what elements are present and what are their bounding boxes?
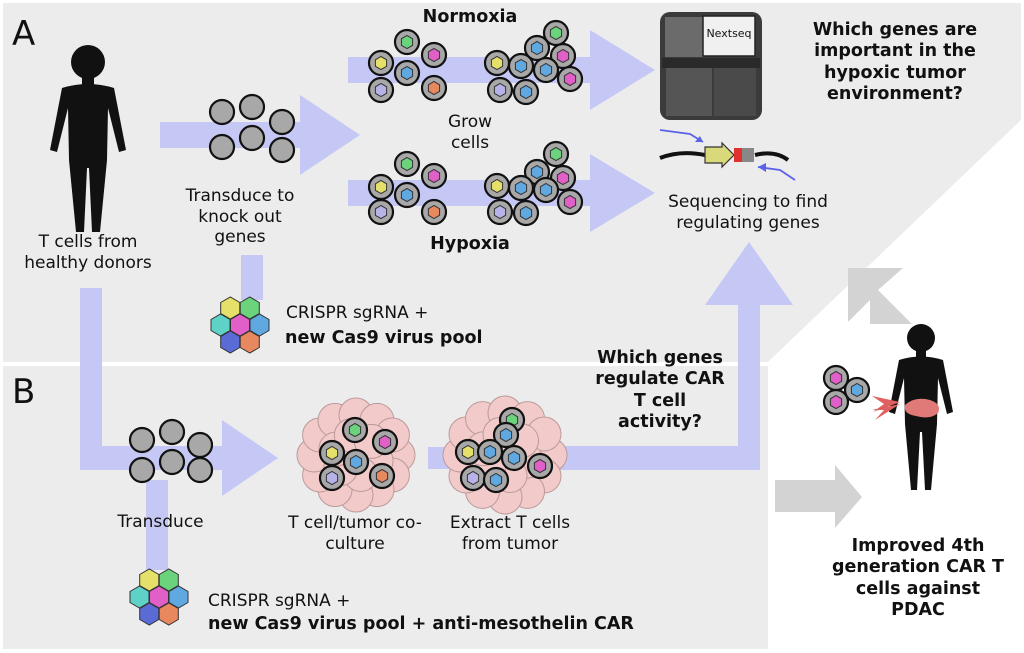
hexagon-icon bbox=[519, 205, 533, 221]
question-a: Which genes are important in the hypoxic… bbox=[812, 20, 978, 105]
human-silhouette-icon bbox=[50, 45, 126, 232]
hexagon-icon bbox=[493, 82, 507, 98]
hexagon-icon bbox=[374, 204, 388, 220]
hexagon-icon bbox=[549, 146, 563, 162]
normoxia-label: Normoxia bbox=[422, 7, 518, 27]
sequencing-label: Sequencing to find regulating genes bbox=[668, 192, 828, 233]
hypoxia-label: Hypoxia bbox=[430, 234, 510, 254]
hexagon-icon bbox=[563, 194, 577, 210]
hexagon-icon bbox=[220, 330, 241, 354]
hexagon-icon bbox=[507, 450, 521, 466]
panel-a-letter: A bbox=[12, 14, 36, 54]
hexagon-icon bbox=[378, 434, 392, 450]
hexagon-icon bbox=[239, 330, 260, 354]
hexagon-icon bbox=[325, 470, 339, 486]
cell-icon bbox=[158, 418, 186, 446]
arrow-extract-to-sequencing bbox=[560, 242, 793, 470]
hexagon-icon bbox=[489, 472, 503, 488]
hexagon-icon bbox=[563, 71, 577, 87]
human-silhouette-icon bbox=[889, 324, 953, 490]
hexagon-icon bbox=[493, 204, 507, 220]
cell-icon bbox=[128, 426, 156, 454]
hexagon-icon bbox=[249, 313, 270, 337]
hexagon-icon bbox=[549, 25, 563, 41]
red-arrow-icon bbox=[872, 396, 900, 420]
hexagon-icon bbox=[556, 170, 570, 186]
hexagon-icon bbox=[374, 55, 388, 71]
cell-icon bbox=[238, 124, 266, 152]
tumor-icon bbox=[904, 398, 939, 418]
hexagon-icon bbox=[539, 182, 553, 198]
grow-cells-label: Grow cells bbox=[447, 112, 493, 153]
hexagon-icon bbox=[158, 568, 179, 592]
hexagon-icon bbox=[348, 422, 362, 438]
hexagon-icon bbox=[400, 156, 414, 172]
hexagon-icon bbox=[519, 84, 533, 100]
hexagon-icon bbox=[829, 394, 843, 410]
hexagon-icon bbox=[461, 444, 475, 460]
hexagon-icon bbox=[850, 382, 864, 398]
panel-b-letter: B bbox=[12, 372, 36, 412]
hexagon-icon bbox=[139, 602, 160, 626]
hexagon-icon bbox=[400, 187, 414, 203]
crispr-b-line1: CRISPR sgRNA + bbox=[208, 591, 351, 611]
transduce-b-label: Transduce bbox=[117, 512, 204, 532]
hexagon-icon bbox=[483, 444, 497, 460]
hexagon-icon bbox=[239, 296, 260, 320]
cell-icon bbox=[208, 133, 236, 161]
cell-icon bbox=[158, 448, 186, 476]
hexagon-icon bbox=[514, 58, 528, 74]
question-b: Which genes regulate CAR T cell activity… bbox=[595, 348, 725, 433]
grey-arrow-bottom bbox=[775, 465, 862, 528]
hexagon-icon bbox=[168, 585, 189, 609]
hexagon-icon bbox=[539, 62, 553, 78]
transduce-knockout-label: Transduce to knock out genes bbox=[185, 186, 295, 248]
donors-label: T cells from healthy donors bbox=[24, 232, 152, 273]
cell-icon bbox=[268, 108, 296, 136]
hexagon-icon bbox=[374, 179, 388, 195]
arrow-donors-to-transduce bbox=[160, 95, 360, 175]
hexagon-icon bbox=[400, 65, 414, 81]
arrow-crispr-up-b bbox=[146, 480, 168, 570]
hexagon-icon bbox=[490, 178, 504, 194]
outcome-label: Improved 4th generation CAR T cells agai… bbox=[832, 536, 1004, 621]
arrow-crispr-up-a bbox=[241, 255, 263, 300]
hexagon-icon bbox=[530, 40, 544, 56]
cell-icon bbox=[238, 93, 266, 121]
hexagon-icon bbox=[829, 370, 843, 386]
tumor-cluster-icon bbox=[442, 395, 568, 515]
hexagon-icon bbox=[466, 470, 480, 486]
crispr-a-line2: new Cas9 virus pool bbox=[285, 328, 483, 348]
cell-icon bbox=[186, 456, 214, 484]
cell-icon bbox=[128, 456, 156, 484]
cell-icon bbox=[208, 98, 236, 126]
hexagon-icon bbox=[400, 34, 414, 50]
hexagon-icon bbox=[530, 164, 544, 180]
hexagon-icon bbox=[349, 454, 363, 470]
sequencer-label: Nextseq bbox=[706, 27, 752, 40]
coculture-label: T cell/tumor co-culture bbox=[288, 513, 422, 554]
hexagon-icon bbox=[490, 55, 504, 71]
sequencer-icon bbox=[660, 12, 762, 120]
cell-icon bbox=[186, 431, 214, 459]
dna-construct-icon bbox=[659, 129, 796, 181]
cell-icon bbox=[268, 136, 296, 164]
hexagon-icon bbox=[158, 602, 179, 626]
hexagon-icon bbox=[427, 168, 441, 184]
hexagon-icon bbox=[374, 82, 388, 98]
hexagon-icon bbox=[325, 445, 339, 461]
hexagon-icon bbox=[499, 427, 513, 443]
crispr-a-line1: CRISPR sgRNA + bbox=[286, 303, 429, 323]
hexagon-icon bbox=[556, 48, 570, 64]
hexagon-icon bbox=[533, 458, 547, 474]
hexagon-icon bbox=[375, 468, 389, 484]
hexagon-icon bbox=[514, 180, 528, 196]
extract-label: Extract T cells from tumor bbox=[449, 513, 571, 554]
hexagon-icon bbox=[427, 80, 441, 96]
hexagon-icon bbox=[427, 47, 441, 63]
hexagon-icon bbox=[427, 204, 441, 220]
crispr-b-line2: new Cas9 virus pool + anti-mesothelin CA… bbox=[208, 614, 634, 634]
grey-arrow-top bbox=[848, 268, 912, 324]
